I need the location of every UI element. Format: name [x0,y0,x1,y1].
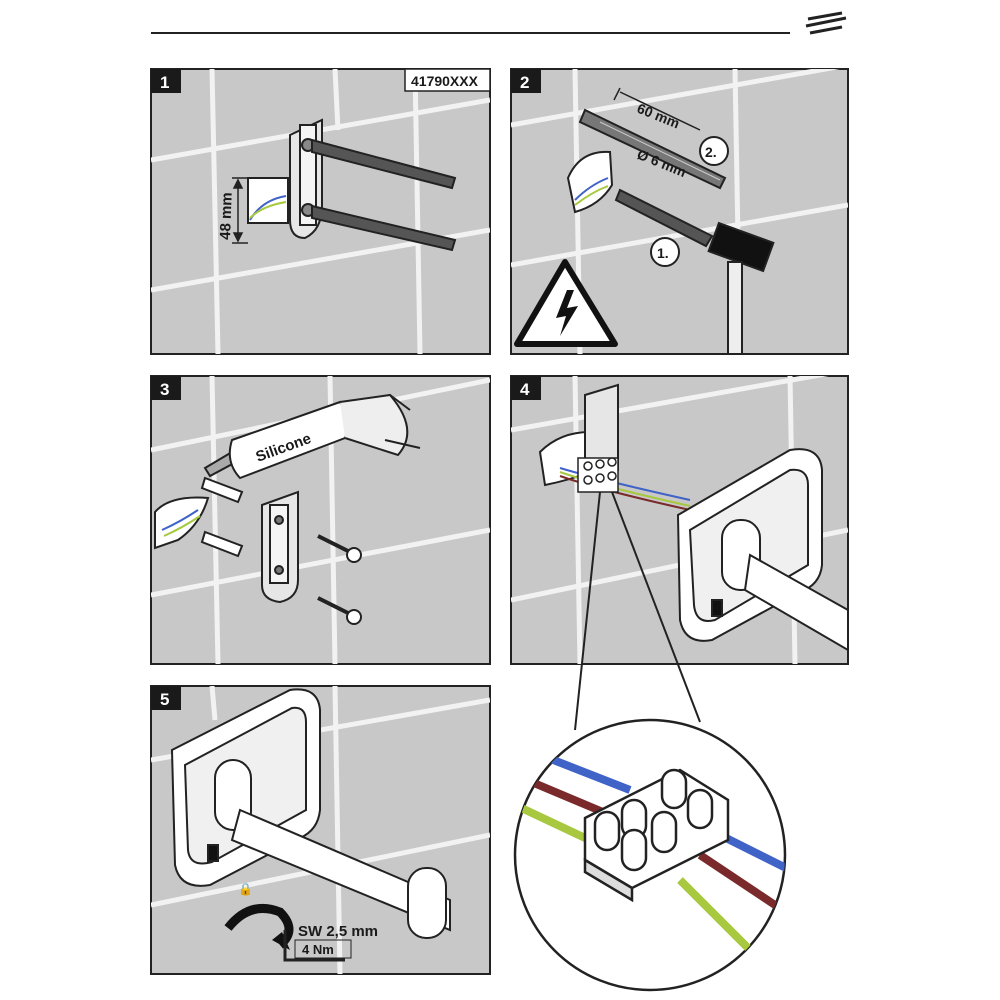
wall-plugs [200,476,244,558]
wall-opening [154,496,210,550]
terminal-block [577,457,619,493]
tool-icon [805,11,847,35]
drill-bit [578,108,727,190]
order-second: 2. [705,144,717,160]
step-5-panel: 🔒 SW 2,5 mm 4 Nm 5 [150,685,491,975]
order-marker-2 [699,136,729,166]
pipe [743,553,848,652]
step-2-badge [511,69,541,93]
pipe [230,808,451,932]
terminal-block-detail [583,768,730,903]
step-4-number: 4 [520,380,530,399]
dimension-48mm [232,177,248,244]
silicone-tube [203,393,421,480]
terminal-detail-zoom [513,718,787,992]
torque-box [294,939,352,959]
step-2-number: 2 [520,73,529,92]
step-4-badge [511,376,541,400]
hammer-icon [707,221,775,355]
center-punch [614,188,714,248]
lock-icon: 🔒 [238,882,253,896]
zoom-callout-lines [574,491,701,731]
step-3-number: 3 [160,380,169,399]
step-2-panel: 60 mm Ø 6 mm 2. 1. 2 [510,68,849,355]
hex-key-size: SW 2,5 mm [298,923,378,940]
step-5-number: 5 [160,690,169,709]
step-1-panel: 48 mm 1 41790XXX [150,68,491,355]
control-box [676,448,823,642]
order-marker-1 [650,237,680,267]
step-1-badge [151,69,181,93]
step-4-panel: 4 [510,375,849,665]
step-3-badge [151,376,181,400]
mounting-template [289,118,323,240]
guide-rods [311,138,457,252]
step-5-badge [151,686,181,710]
torque-value: 4 Nm [302,942,334,957]
wall-opening [247,177,289,224]
part-code-box [404,68,491,92]
step-1-dimension: 48 mm [217,192,236,240]
rotate-arrow-icon [224,904,294,949]
part-code: 41790XXX [411,73,479,89]
wall-bracket [261,490,299,604]
pipe-clamp [407,867,447,939]
order-first: 1. [657,245,669,261]
screws [317,534,362,625]
step-3-panel: Silicone 3 [150,375,491,665]
hex-key-icon [283,930,345,962]
step-1-number: 1 [160,73,169,92]
electric-hazard-icon [514,259,618,347]
